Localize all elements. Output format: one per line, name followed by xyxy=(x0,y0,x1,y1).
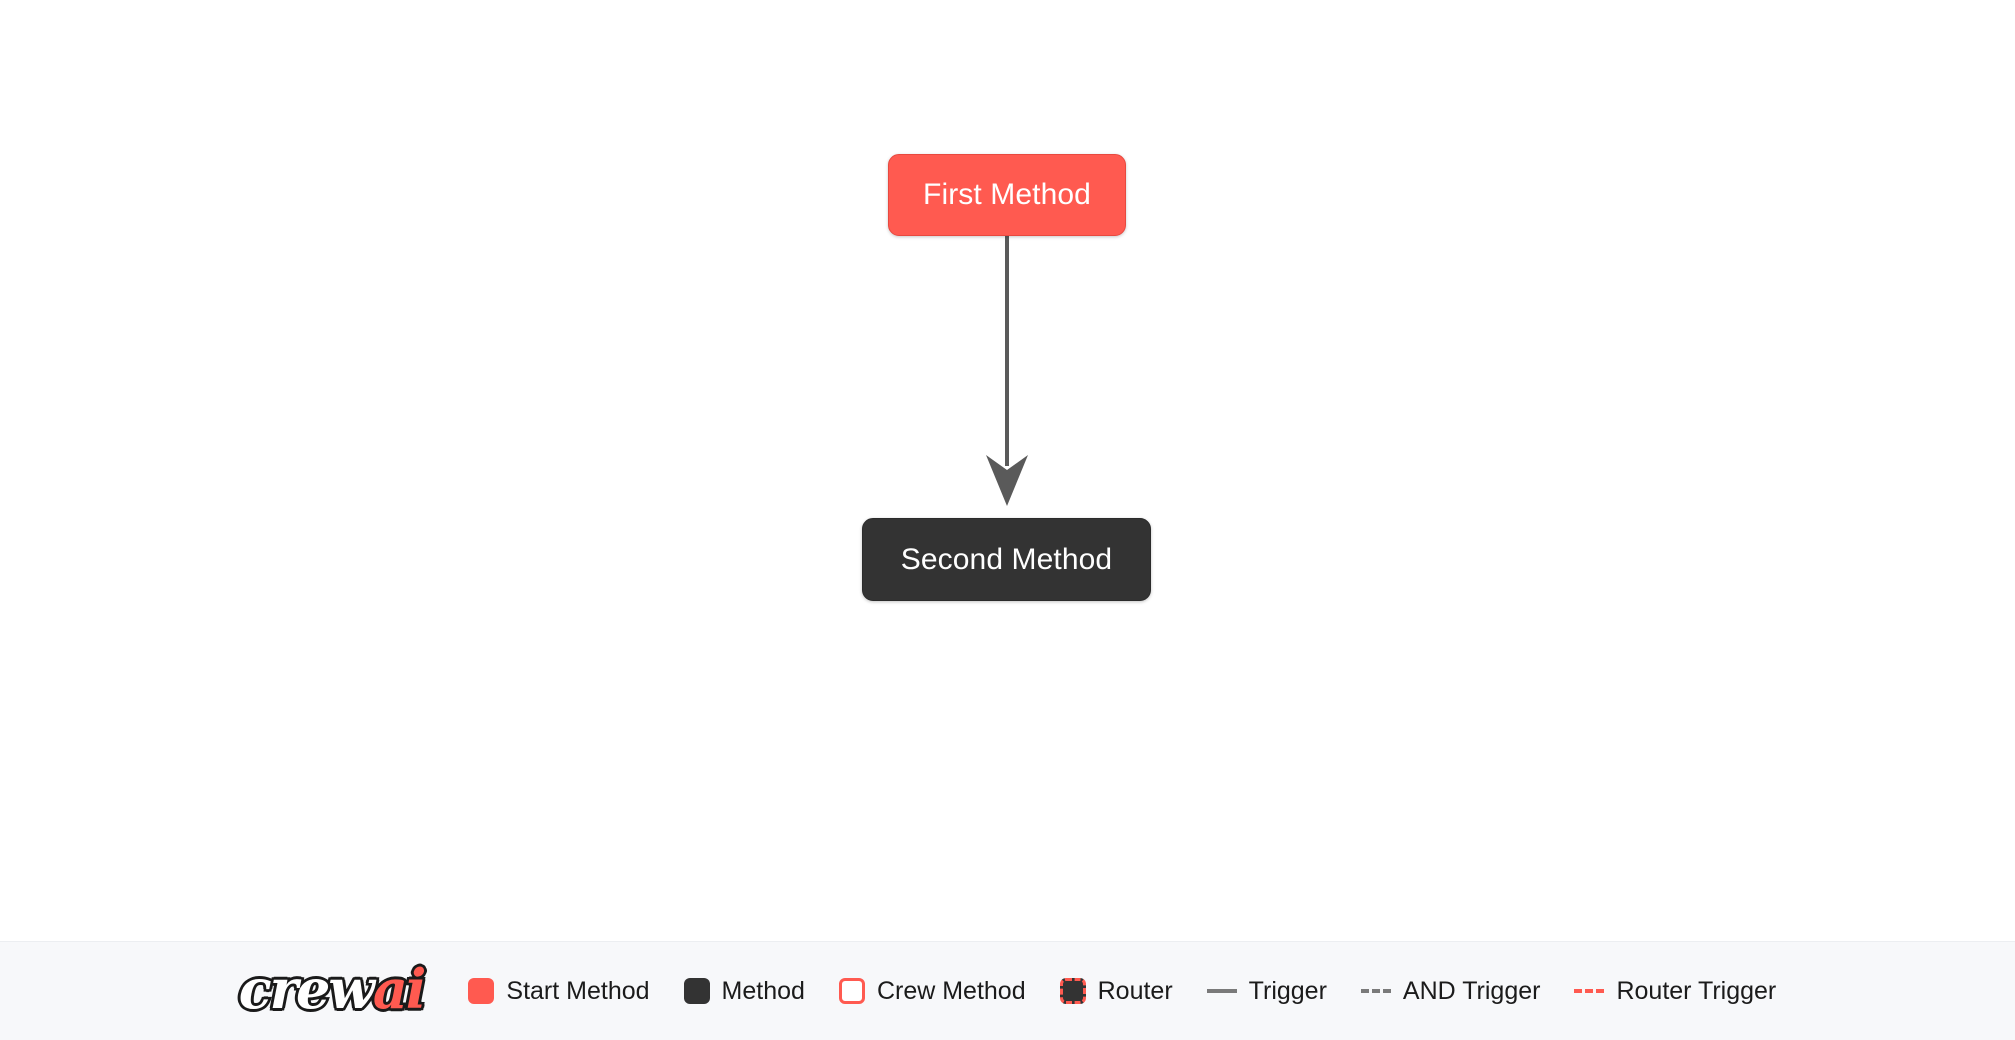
crew-method-swatch-icon xyxy=(838,978,865,1004)
legend-item-trigger: Trigger xyxy=(1206,976,1327,1005)
edge-layer xyxy=(986,236,1028,506)
legend-label-and-trigger: AND Trigger xyxy=(1402,976,1541,1005)
legend-label-router: Router xyxy=(1097,976,1173,1005)
flow-canvas[interactable]: First Method Second Method xyxy=(0,0,2015,941)
node-second-method-label: Second Method xyxy=(900,542,1113,576)
crewai-logo-ai-text: ai xyxy=(370,957,428,1021)
legend-label-method: Method xyxy=(721,976,805,1005)
legend-label-router-trigger: Router Trigger xyxy=(1616,976,1777,1005)
legend-label-start-method: Start Method xyxy=(506,976,650,1005)
router-trigger-line-icon xyxy=(1574,989,1605,993)
node-second-method[interactable]: Second Method xyxy=(862,518,1151,601)
legend-item-crew-method: Crew Method xyxy=(838,976,1026,1005)
method-swatch-icon xyxy=(683,978,710,1004)
trigger-line-icon xyxy=(1206,989,1237,993)
legend-item-method: Method xyxy=(683,976,805,1005)
node-first-method-label: First Method xyxy=(923,178,1091,211)
crewai-logo-crew-text: crew xyxy=(236,957,377,1021)
node-first-method[interactable]: First Method xyxy=(888,154,1126,236)
legend-item-router: Router xyxy=(1059,976,1173,1005)
legend-label-trigger: Trigger xyxy=(1248,976,1327,1005)
legend-item-and-trigger: AND Trigger xyxy=(1360,976,1541,1005)
legend-label-crew-method: Crew Method xyxy=(876,976,1026,1005)
start-method-swatch-icon xyxy=(468,978,495,1004)
router-swatch-icon xyxy=(1059,978,1086,1004)
legend-item-router-trigger: Router Trigger xyxy=(1574,976,1777,1005)
edge-first-to-second xyxy=(986,236,1028,506)
legend-item-start-method: Start Method xyxy=(468,976,650,1005)
and-trigger-line-icon xyxy=(1360,989,1391,993)
